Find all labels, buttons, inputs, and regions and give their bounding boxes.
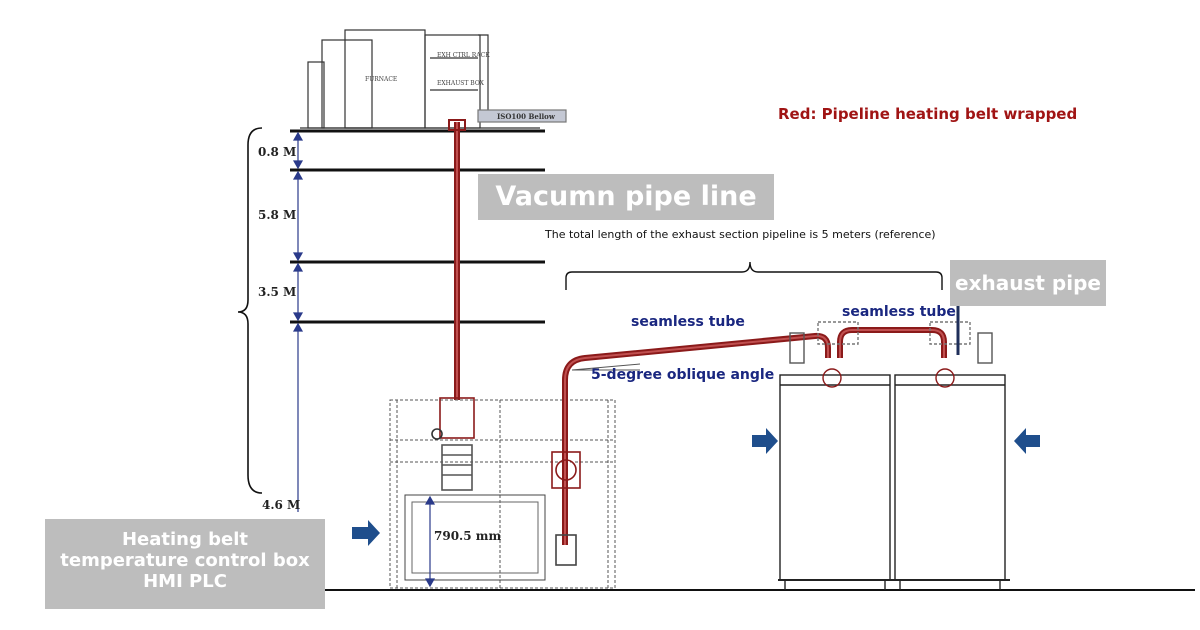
- exhaust-pipe-red: [562, 327, 947, 545]
- seamless-tube-label-1: seamless tube: [631, 314, 745, 330]
- exhaust-box-label: EXHAUST BOX: [437, 80, 484, 87]
- oblique-angle-label: 5-degree oblique angle: [591, 367, 775, 383]
- oblique-angle-marker: [571, 363, 641, 371]
- legend-red-note: Red: Pipeline heating belt wrapped: [778, 105, 1078, 123]
- heating-box-line-3: HMI PLC: [143, 571, 227, 592]
- dimension-arrows: [292, 131, 304, 512]
- dimension-level-3: 3.5 M: [258, 285, 297, 299]
- scrubber-tanks: [778, 305, 1010, 590]
- vacuum-line-label: Vacumn pipe line: [478, 174, 774, 220]
- width-dimension-label: 790.5 mm: [434, 529, 502, 543]
- heating-box-label: Heating belt temperature control box HMI…: [45, 519, 325, 609]
- total-length-note: The total length of the exhaust section …: [545, 228, 936, 241]
- pump-frame: [389, 399, 616, 589]
- exhaust-pipe-label: exhaust pipe: [950, 260, 1106, 306]
- seamless-tube-label-2: seamless tube: [842, 304, 956, 320]
- dimension-level-4: 4.6 M: [262, 498, 301, 512]
- height-bracket: [237, 127, 263, 494]
- furnace-label: FURNACE: [365, 76, 398, 83]
- length-brace: [565, 261, 943, 290]
- airflow-arrows: [352, 428, 1040, 546]
- exhaust-valves: [551, 451, 581, 566]
- dimension-level-1: 0.8 M: [258, 145, 297, 159]
- floor-slabs: [290, 129, 545, 324]
- dimension-level-2: 5.8 M: [258, 208, 297, 222]
- exh-ctrl-label: EXH CTRL RACK: [437, 52, 490, 59]
- width-dimension: [424, 495, 436, 588]
- heating-box-line-2: temperature control box: [60, 550, 310, 571]
- vacuum-pipe-red: [448, 119, 466, 400]
- heating-box-line-1: Heating belt: [121, 529, 249, 550]
- bellow-label: ISO100 Bellow: [497, 112, 555, 121]
- furnace-machine: [300, 29, 567, 129]
- vacuum-pump: [431, 397, 475, 491]
